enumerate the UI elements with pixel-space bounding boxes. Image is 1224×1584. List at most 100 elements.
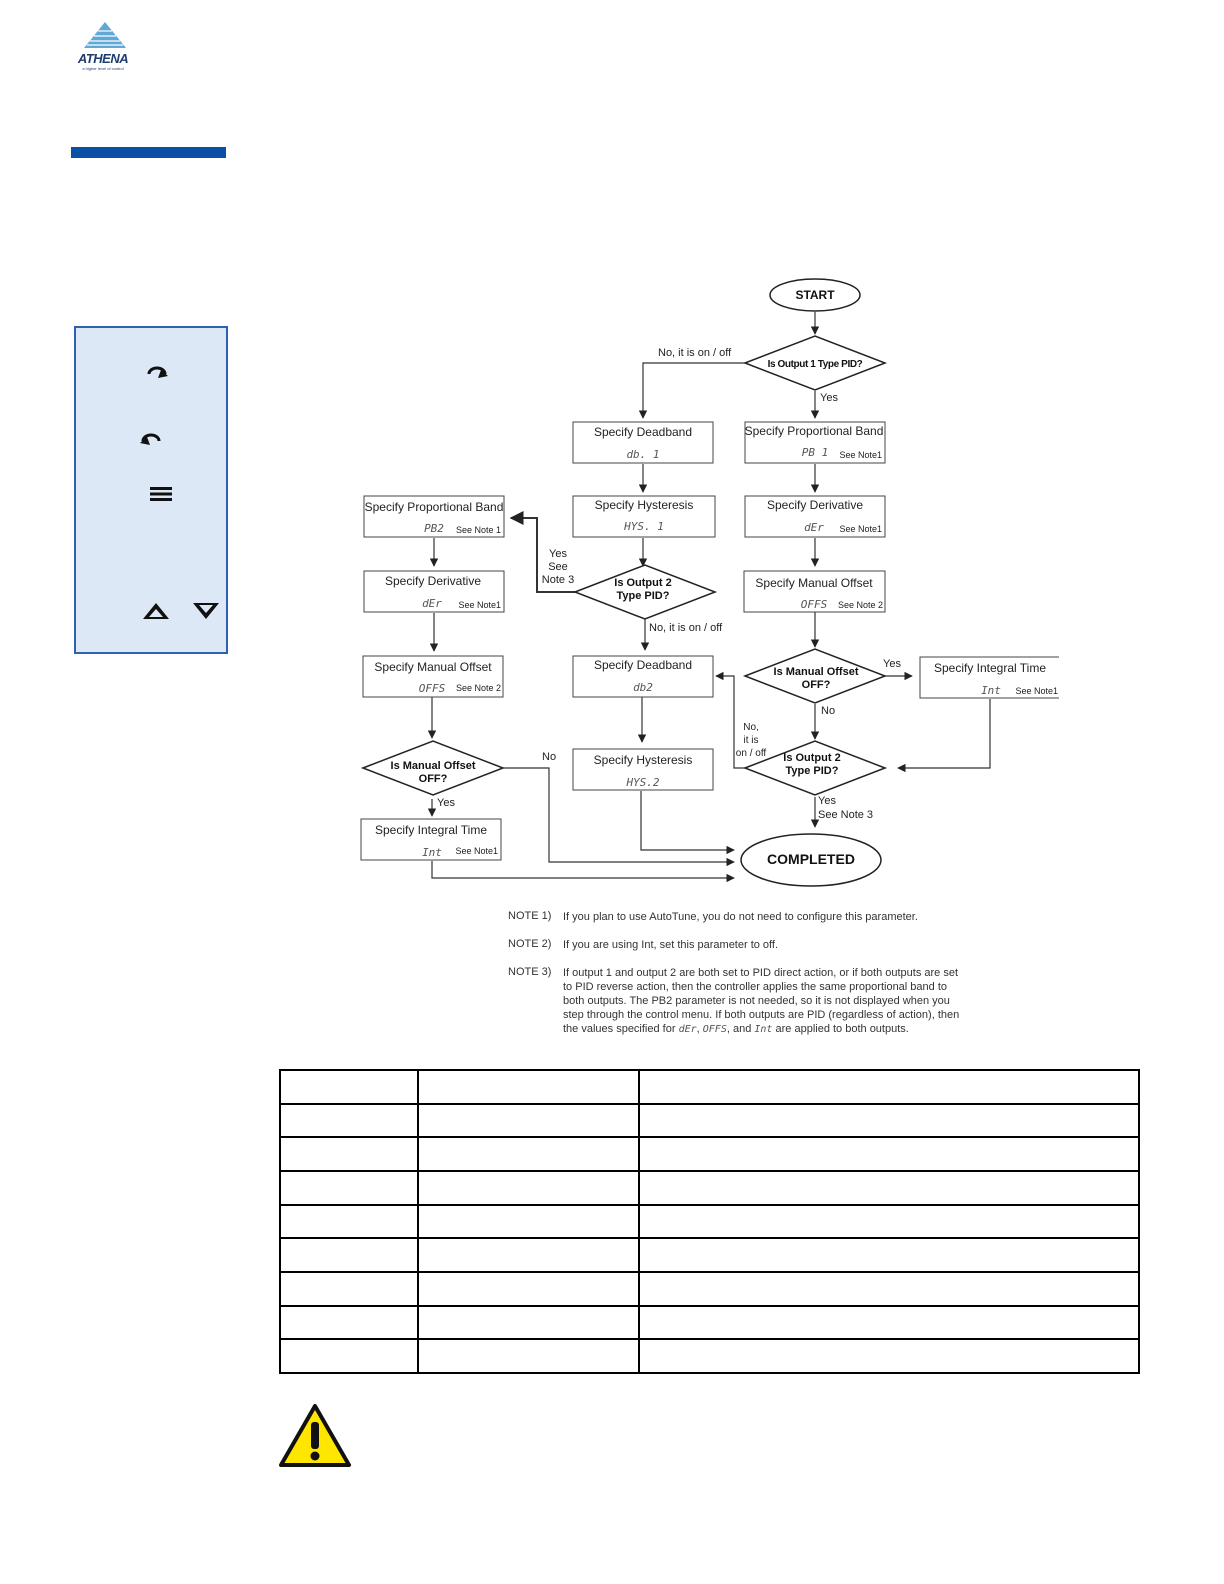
box-integral-left: Specify Integral Time Int See Note1 (360, 818, 502, 861)
table-cell (279, 1169, 419, 1206)
cycle-icon (147, 366, 168, 378)
table-row (279, 1169, 1140, 1206)
flowchart-notes: NOTE 1) If you plan to use AutoTune, you… (508, 910, 968, 1051)
note-3-text: If output 1 and output 2 are both set to… (563, 967, 960, 1035)
table-cell (417, 1203, 640, 1240)
table-cell (638, 1169, 1140, 1206)
note-3: NOTE 3) If output 1 and output 2 are bot… (508, 966, 968, 1037)
svg-text:HYS.2: HYS.2 (625, 776, 659, 789)
table-cell (638, 1237, 1140, 1273)
athena-logo (84, 22, 126, 48)
label-yes-bottom: Yes (818, 795, 836, 807)
note-3-code-offs: OFFS (702, 1024, 727, 1035)
svg-text:Specify Integral Time: Specify Integral Time (934, 661, 1046, 675)
svg-text:See Note1: See Note1 (1015, 686, 1058, 696)
note-1-text: If you plan to use AutoTune, you do not … (563, 911, 918, 923)
box-integral-right: Specify Integral Time Int See Note1 (919, 656, 1061, 699)
table-cell (417, 1237, 640, 1273)
table-row (279, 1338, 1140, 1374)
decision-output2-pid-mid-l2: Type PID? (617, 590, 670, 602)
svg-text:Specify Deadband: Specify Deadband (594, 425, 692, 439)
note-3-sep1: , (696, 1023, 703, 1035)
svg-text:See Note1: See Note1 (839, 524, 882, 534)
svg-text:Specify Hysteresis: Specify Hysteresis (595, 498, 694, 512)
label-yes-top: Yes (820, 392, 838, 404)
menu-icon (150, 487, 172, 501)
cycle-back-icon (140, 433, 161, 445)
svg-text:PB2: PB2 (424, 522, 444, 535)
label-yes-see-note3-l1: Yes (549, 548, 567, 560)
label-no-onoff-stack-l3: on / off (736, 748, 767, 759)
note-2-label: NOTE 2) (508, 938, 552, 950)
box-manual-offset-right: Specify Manual Offset OFFS See Note 2 (743, 570, 886, 613)
table-cell (638, 1069, 1140, 1105)
note-3-sep2: , and (726, 1023, 755, 1035)
svg-text:See Note1: See Note1 (458, 600, 501, 610)
table-row (279, 1304, 1140, 1341)
note-1: NOTE 1) If you plan to use AutoTune, you… (508, 910, 968, 924)
table-row (279, 1203, 1140, 1240)
box-derivative-left: Specify Derivative dEr See Note1 (363, 570, 505, 613)
svg-text:Specify Proportional Band: Specify Proportional Band (745, 424, 884, 438)
box-pb2: Specify Proportional Band PB2 See Note 1 (363, 495, 505, 538)
svg-text:Specify Manual Offset: Specify Manual Offset (755, 576, 873, 590)
table-cell (279, 1102, 419, 1139)
box-deadband2: Specify Deadband db2 (572, 655, 714, 698)
table-cell (638, 1136, 1140, 1172)
svg-text:HYS. 1: HYS. 1 (623, 520, 664, 533)
label-yes-right: Yes (883, 658, 901, 670)
decision-output2-pid-mid-l1: Is Output 2 (614, 577, 671, 589)
table-cell (279, 1304, 419, 1341)
table-row (279, 1237, 1140, 1273)
svg-text:Specify Derivative: Specify Derivative (385, 574, 481, 588)
warning-icon (279, 1404, 351, 1467)
table-cell (279, 1338, 419, 1374)
decision-manual-offset-right-l1: Is Manual Offset (774, 666, 859, 678)
svg-text:Specify Proportional Band: Specify Proportional Band (365, 500, 504, 514)
svg-text:OFFS: OFFS (419, 682, 446, 695)
label-yes-see-note3-l3: Note 3 (542, 574, 574, 586)
svg-text:Specify Integral Time: Specify Integral Time (375, 823, 487, 837)
table-cell (417, 1169, 640, 1206)
table-cell (279, 1203, 419, 1240)
decision-manual-offset-right-l2: OFF? (802, 679, 831, 691)
label-no-onoff-stack-l1: No, (743, 722, 759, 733)
note-3-tail: are applied to both outputs. (772, 1023, 909, 1035)
decision-manual-offset-left-l1: Is Manual Offset (391, 760, 476, 772)
box-hys1: Specify Hysteresis HYS. 1 (572, 495, 716, 538)
table-cell (417, 1338, 640, 1374)
table-row (279, 1069, 1140, 1105)
table-cell (417, 1069, 640, 1105)
table-cell (417, 1270, 640, 1307)
start-terminal: START (795, 288, 835, 302)
table-cell (279, 1136, 419, 1172)
svg-text:Specify Derivative: Specify Derivative (767, 498, 863, 512)
sidebar-info-box (74, 326, 228, 654)
logo-name: ATHENA (77, 51, 129, 66)
svg-text:See Note 2: See Note 2 (838, 600, 883, 610)
pid-setup-flowchart: START COMPLETED Is Output 1 Type PID? Is… (360, 278, 1080, 887)
decision-output2-pid-right-l2: Type PID? (786, 765, 839, 777)
section-header-bar (71, 147, 226, 158)
table-cell (638, 1270, 1140, 1307)
table-row (279, 1136, 1140, 1172)
completed-terminal: COMPLETED (767, 851, 855, 867)
svg-text:Int: Int (422, 846, 442, 859)
decision-output1-pid: Is Output 1 Type PID? (768, 359, 863, 370)
table-cell (279, 1237, 419, 1273)
label-no-onoff-stack-l2: it is (744, 735, 759, 746)
box-deadband1: Specify Deadband db. 1 (572, 421, 714, 464)
svg-text:dEr: dEr (804, 521, 824, 534)
note-2-text: If you are using Int, set this parameter… (563, 939, 779, 951)
svg-text:db. 1: db. 1 (626, 448, 659, 461)
svg-text:Int: Int (981, 684, 1001, 697)
table-cell (638, 1102, 1140, 1139)
label-yes-see-note3-l2: See (548, 561, 568, 573)
down-arrow-icon (193, 603, 219, 619)
label-no-right: No (821, 705, 835, 717)
svg-text:dEr: dEr (422, 597, 442, 610)
label-yes-left: Yes (437, 797, 455, 809)
decision-output2-pid-right-l1: Is Output 2 (783, 752, 840, 764)
note-1-label: NOTE 1) (508, 910, 552, 922)
box-hys2: Specify Hysteresis HYS.2 (572, 748, 714, 791)
